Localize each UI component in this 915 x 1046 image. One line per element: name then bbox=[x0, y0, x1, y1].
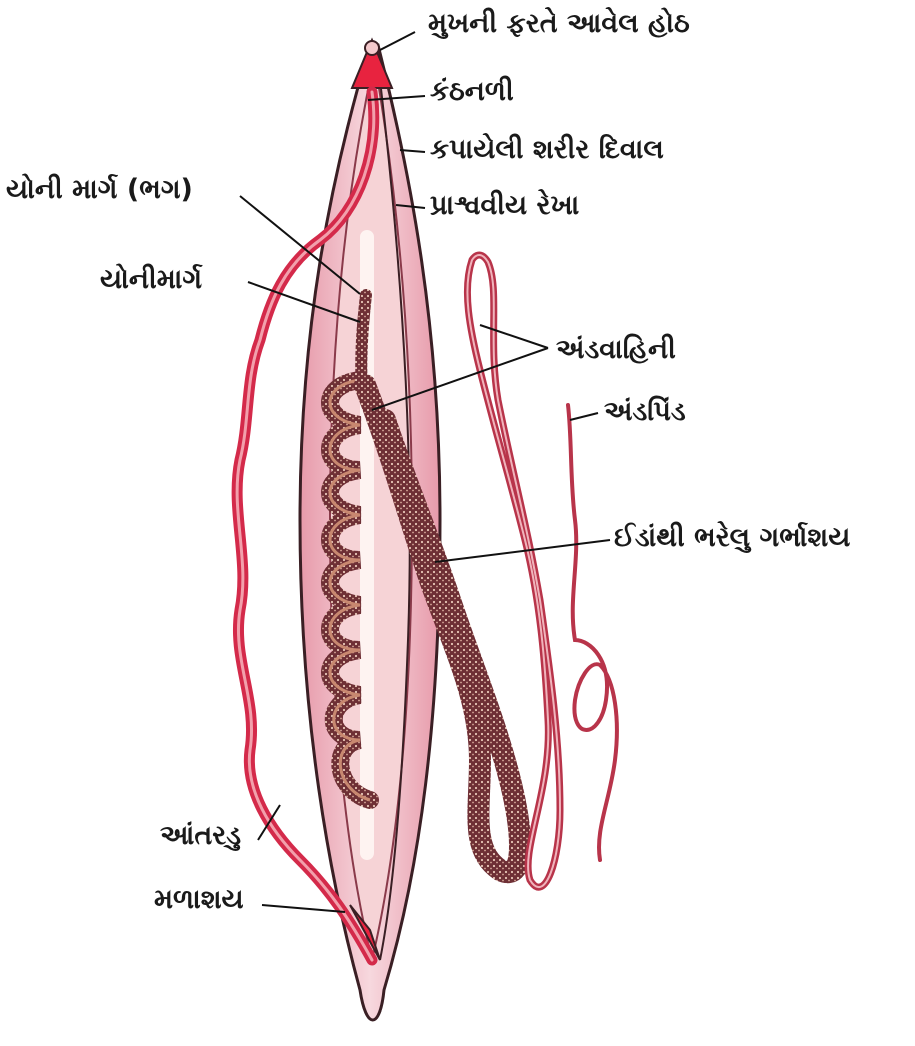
label-cut-body-wall: કપાયેલી શરીર દિવાલ bbox=[430, 136, 664, 163]
leader-lips bbox=[380, 32, 415, 50]
label-vulva: યોની માર્ગ (ભગ) bbox=[6, 176, 193, 203]
label-intestine: આંતરડુ bbox=[160, 822, 241, 849]
label-oviduct: અંડવાહિની bbox=[556, 336, 676, 363]
label-rectum: મળાશય bbox=[154, 886, 244, 913]
label-uterus-with-eggs: ઈડાંથી ભરેલુ ગર્ભાશય bbox=[614, 524, 850, 551]
label-ovary: અંડપિંડ bbox=[604, 398, 686, 425]
leader-ovary bbox=[570, 413, 598, 420]
mouth bbox=[365, 41, 379, 55]
label-vagina: યોનીમાર્ગ bbox=[100, 266, 202, 293]
label-lips-around-mouth: મુખની ફરતે આવેલ હોઠ bbox=[428, 10, 690, 37]
label-pharynx: કંઠનળી bbox=[430, 78, 514, 105]
ovary bbox=[568, 405, 617, 860]
label-lateral-line: પ્રાશ્વવીય રેખા bbox=[430, 192, 579, 219]
